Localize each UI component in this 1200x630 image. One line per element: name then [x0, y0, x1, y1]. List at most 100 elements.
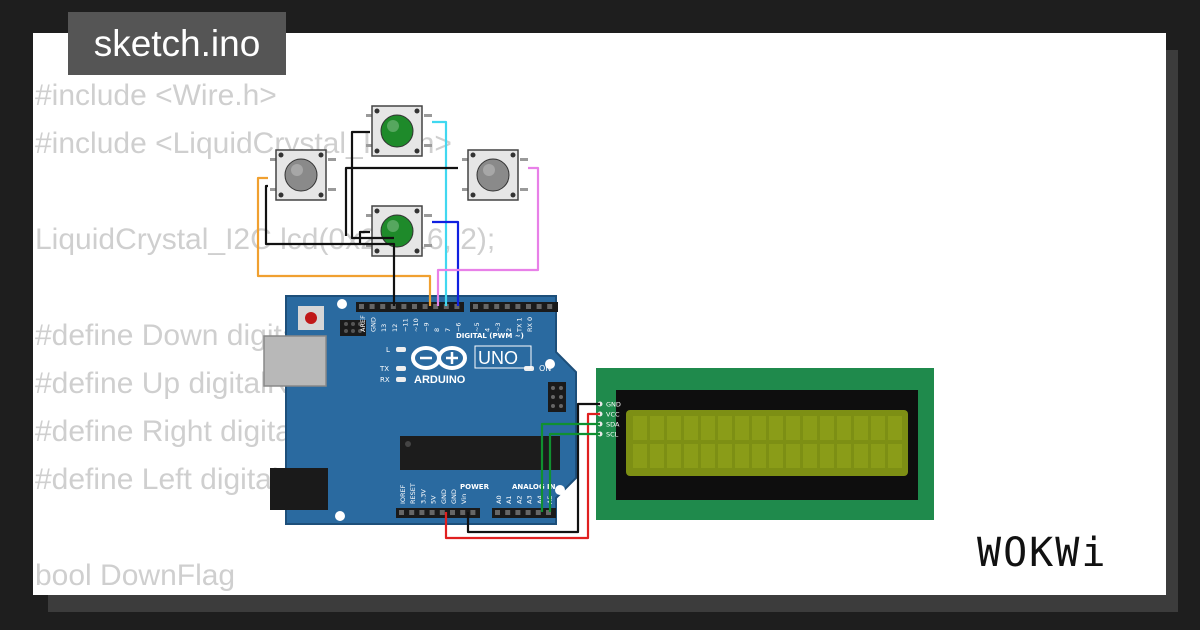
lcd-char-cell: [888, 416, 902, 440]
digital-header-left: [356, 302, 464, 312]
pin-label: GND: [440, 489, 448, 504]
label-l: L: [386, 346, 390, 354]
usb-jack: [263, 335, 327, 387]
lcd-char-cell: [820, 416, 834, 440]
file-tab[interactable]: sketch.ino: [68, 12, 286, 75]
digital-label: DIGITAL (PWM ~): [456, 332, 524, 340]
pin-label: A2: [515, 495, 523, 504]
lcd-char-cell: [718, 416, 732, 440]
pin-label: RESET: [409, 483, 417, 504]
label-tx: TX: [379, 365, 389, 373]
pin-label: A0: [495, 495, 503, 504]
pin-label: ~10: [412, 318, 420, 332]
reset-button-cap[interactable]: [305, 312, 317, 324]
code-line: bool DownFlag: [35, 559, 236, 592]
arduino-uno-board[interactable]: L TX RX ON UNO ARDUINO DIGITAL (PWM ~) P…: [263, 295, 577, 525]
lcd-char-cell: [769, 444, 783, 468]
lcd-char-cell: [701, 416, 715, 440]
label-on: ON: [539, 364, 551, 373]
pushbutton-down[interactable]: [366, 205, 432, 257]
pin-label: 8: [433, 328, 441, 332]
lcd-char-cell: [769, 416, 783, 440]
lcd-char-cell: [871, 416, 885, 440]
pin-label: 5V: [430, 495, 438, 504]
mount-hole: [337, 299, 347, 309]
mount-hole: [335, 511, 345, 521]
dc-jack: [270, 468, 328, 510]
pin-label: ~6: [454, 322, 462, 332]
pin-label: TX 1: [515, 317, 523, 333]
code-line: #include <Wire.h>: [35, 79, 277, 112]
lcd-char-cell: [871, 444, 885, 468]
pin-label: 12: [391, 324, 399, 332]
wire-pink: [436, 166, 540, 306]
arduino-logo-icon: [411, 346, 467, 370]
mount-hole: [555, 485, 565, 495]
wire-black: [264, 184, 396, 306]
led-l: [396, 347, 406, 352]
wire-green: [548, 432, 600, 512]
lcd-char-cell: [650, 416, 664, 440]
lcd-char-cell: [633, 416, 647, 440]
wire-black: [350, 130, 394, 240]
wire-orange: [256, 176, 432, 306]
lcd-char-cell: [803, 444, 817, 468]
pin-label: ~3: [494, 322, 502, 332]
lcd-char-cell: [701, 444, 715, 468]
lcd-pin-label: GND: [606, 401, 621, 409]
lcd-char-cell: [837, 444, 851, 468]
analog-label: ANALOG IN: [512, 483, 556, 491]
pin-label: RX 0: [526, 317, 534, 332]
pin-label: ~9: [423, 322, 431, 332]
lcd-char-cell: [667, 444, 681, 468]
digital-header-right: [470, 302, 558, 312]
wokwi-logo-text: WOKWi: [977, 530, 1107, 576]
lcd-char-cell: [752, 416, 766, 440]
wire-blue: [432, 220, 460, 306]
lcd-char-cell: [786, 416, 800, 440]
pin-label: 3.3V: [419, 489, 427, 504]
pin-label: ~11: [401, 318, 409, 332]
icsp-header-right: [548, 382, 566, 412]
lcd-char-cell: [650, 444, 664, 468]
power-header: [396, 508, 480, 518]
lcd-char-cell: [735, 444, 749, 468]
pushbutton-right[interactable]: [462, 149, 528, 201]
pin-label: IOREF: [399, 484, 407, 504]
board-brand: ARDUINO: [414, 374, 466, 386]
wire-black: [344, 166, 458, 236]
lcd-char-cell: [667, 416, 681, 440]
wire-black: [466, 402, 600, 534]
pin-label: Vin: [460, 494, 468, 504]
pushbutton-up[interactable]: [366, 105, 432, 157]
pin-label: 13: [380, 324, 388, 332]
wokwi-logo-icon: WOKWi: [977, 530, 1107, 576]
lcd-char-cell: [684, 444, 698, 468]
lcd-pin-label: SCL: [606, 431, 619, 439]
lcd-char-cell: [684, 416, 698, 440]
pin-label: GND: [450, 489, 458, 504]
pin-label: AREF: [359, 315, 367, 332]
led-rx: [396, 377, 406, 382]
wire-green: [540, 422, 600, 512]
pin-label: 2: [505, 328, 513, 332]
pin-label: A1: [505, 495, 513, 504]
lcd-char-cell: [854, 416, 868, 440]
pushbutton-left[interactable]: [270, 149, 336, 201]
pin-label: GND: [370, 317, 378, 332]
lcd-char-cell: [854, 444, 868, 468]
label-rx: RX: [380, 376, 390, 384]
board-model: UNO: [478, 348, 518, 368]
power-label: POWER: [460, 483, 490, 491]
pin-label: A4: [536, 495, 544, 504]
pin-label: 4: [484, 328, 492, 332]
pin-label: A3: [526, 495, 534, 504]
lcd-pin-label: VCC: [606, 411, 620, 419]
wire-black: [358, 230, 370, 244]
lcd-char-cell: [735, 416, 749, 440]
lcd-char-cell: [820, 444, 834, 468]
lcd-char-cell: [786, 444, 800, 468]
lcd-char-cell: [752, 444, 766, 468]
